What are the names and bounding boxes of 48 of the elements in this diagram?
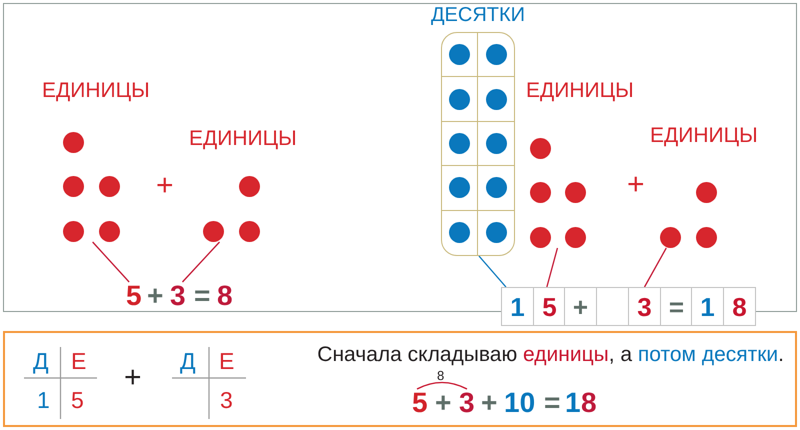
number-cell: 3 [628,287,661,326]
equals-sign: = [544,389,560,417]
leader-line [478,256,506,288]
number: 10 [504,389,536,417]
group-caption: ЕДИНИЦЫ [526,80,634,101]
equals-sign: = [194,282,210,310]
operator-cell: + [564,287,597,326]
number-cell: 1 [691,287,724,326]
group-caption: ЕДИНИЦЫ [650,125,758,146]
group-caption: ЕДИНИЦЫ [42,80,150,101]
column-heading: Е [219,350,234,373]
sum-label: 8 [437,369,444,382]
number: 3 [220,389,233,412]
plus-sign: + [124,363,142,393]
dot-group [660,182,717,248]
panel-frame [3,331,797,427]
leader-line [546,248,558,288]
column-heading: Д [33,350,49,373]
plus-sign: + [627,170,645,200]
dot-group [203,176,260,242]
number: 3 [459,389,475,417]
number: 3 [170,282,186,310]
group-caption: ЕДИНИЦЫ [189,128,297,149]
dot-group [63,132,120,242]
sentence: Сначала складываю единицы, а потом десятки. [317,344,784,365]
column-heading: Е [71,350,86,373]
plus-sign: + [147,282,164,310]
empty-cell [596,287,629,326]
plus-sign: + [481,389,498,417]
number: 8 [217,282,233,310]
plus-sign: + [156,171,174,201]
leader-line [92,242,130,282]
number: 5 [412,389,428,417]
number-cell: 8 [723,287,756,326]
number: 1 [565,389,581,417]
frame-heading: ДЕСЯТКИ [430,5,525,25]
number-cell: 5 [533,287,566,326]
plus-sign: + [435,389,452,417]
column-heading: Д [180,350,196,373]
leader-line [644,248,667,288]
operator-cell: = [660,287,693,326]
number: 5 [71,389,84,412]
number: 1 [37,389,50,412]
number: 5 [126,282,142,310]
leader-line [182,242,220,282]
number-cell: 1 [501,287,534,326]
dot-group [530,138,586,248]
number: 8 [581,389,597,417]
